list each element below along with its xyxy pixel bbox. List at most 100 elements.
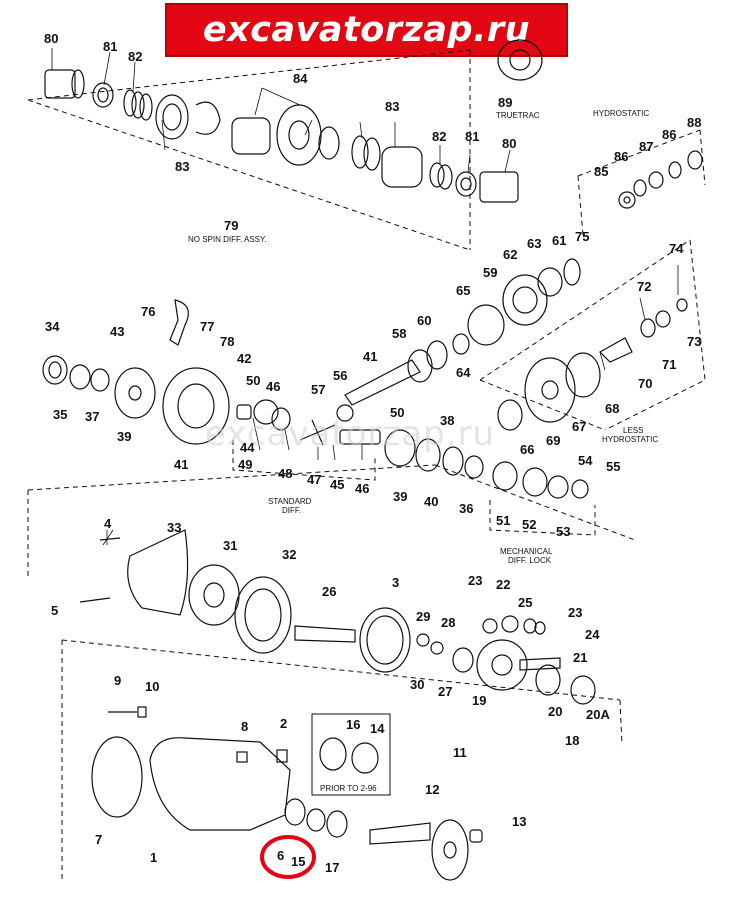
callout-23: 23 [468,573,483,588]
callout-81b: 81 [465,129,480,144]
callout-80b: 80 [502,136,517,151]
callout-69: 69 [546,433,561,448]
caption-hydrostatic: HYDROSTATIC [593,109,650,118]
callout-9: 9 [114,673,122,688]
callout-32: 32 [282,547,297,562]
highlight-circle [260,835,316,879]
callout-38: 38 [440,413,455,428]
caption-no-spin: NO SPIN DIFF. ASSY. [188,235,267,244]
callout-70: 70 [638,376,653,391]
callout-6: 6 [277,848,285,863]
callout-85: 85 [594,164,609,179]
callout-30: 30 [410,677,425,692]
leader-lines [51,48,679,546]
caption-less-hydrostatic-1: LESS [623,426,644,435]
callout-5: 5 [51,603,59,618]
callout-27: 27 [438,684,453,699]
prior-to-2-96-box [311,713,391,796]
callout-52: 52 [522,517,537,532]
callout-63: 63 [527,236,542,251]
callout-11: 11 [453,745,467,760]
callout-49: 49 [238,457,253,472]
callout-46: 46 [266,379,281,394]
callout-86: 86 [614,149,629,164]
callout-16: 16 [346,717,361,732]
callout-55: 55 [606,459,621,474]
callout-41: 41 [363,349,378,364]
caption-mechanical-1: MECHANICAL [500,547,553,556]
caption-no-spin-number: 79 [224,218,239,233]
no-spin-group-outline [27,49,471,251]
callout-59: 59 [483,265,498,280]
callout-29: 29 [416,609,431,624]
caption-mechanical-2: DIFF. LOCK [508,556,552,565]
callout-8: 8 [241,719,249,734]
caption-prior: PRIOR TO 2-96 [320,784,377,793]
callout-43: 43 [110,324,125,339]
diff-housing-group-outline [27,464,636,580]
callout-20A: 20A [586,707,610,722]
watermark: excavatorzap.ru [205,414,496,454]
callout-54: 54 [578,453,593,468]
callout-36: 36 [459,501,474,516]
callout-83b: 83 [385,99,400,114]
callout-17: 17 [325,860,340,875]
callout-20: 20 [548,704,563,719]
callout-15: 15 [291,854,306,869]
callout-12: 12 [425,782,440,797]
carrier-group-outline [61,639,623,880]
pinion-parts [42,258,688,499]
callout-39b: 39 [393,489,408,504]
callout-37: 37 [85,409,100,424]
callout-45: 45 [330,477,345,492]
callout-78: 78 [220,334,235,349]
callout-23b: 23 [568,605,583,620]
callout-33: 33 [167,520,182,535]
no-spin-parts [44,39,543,203]
callout-48: 48 [278,466,293,481]
callout-71: 71 [662,357,677,372]
callout-82: 82 [128,49,143,64]
callout-64: 64 [456,365,471,380]
caption-standard-1: STANDARD [268,497,312,506]
callout-40: 40 [424,494,439,509]
callout-24: 24 [585,627,600,642]
callout-7: 7 [95,832,103,847]
callout-13: 13 [512,814,527,829]
callout-2: 2 [280,716,288,731]
callout-68: 68 [605,401,620,416]
caption-less-hydrostatic-2: HYDROSTATIC [602,435,659,444]
callout-46b: 46 [355,481,370,496]
callout-66: 66 [520,442,535,457]
less-hydrostatic-group-outline [479,239,706,431]
callout-87: 87 [639,139,654,154]
housing-parts [79,529,596,881]
callout-58: 58 [392,326,407,341]
callout-62: 62 [503,247,518,262]
callout-74: 74 [669,241,684,256]
callout-26: 26 [322,584,337,599]
callout-18: 18 [565,733,580,748]
callout-3: 3 [392,575,400,590]
hydrostatic-group-outline [577,129,706,236]
callout-75: 75 [575,229,590,244]
callout-56: 56 [333,368,348,383]
callout-83: 83 [175,159,190,174]
callout-39: 39 [117,429,132,444]
callout-51: 51 [496,513,511,528]
mechanical-diff-outline [489,500,596,536]
callout-67: 67 [572,419,587,434]
site-banner: excavatorzap.ru [165,3,568,57]
callout-34: 34 [45,319,60,334]
callout-28: 28 [441,615,456,630]
standard-diff-outline [232,440,376,481]
callout-10: 10 [145,679,160,694]
caption-standard-2: DIFF. [282,506,302,515]
callout-47: 47 [307,472,322,487]
callout-50b: 50 [390,405,405,420]
callout-57: 57 [311,382,326,397]
callout-35: 35 [53,407,68,422]
callout-76: 76 [141,304,156,319]
